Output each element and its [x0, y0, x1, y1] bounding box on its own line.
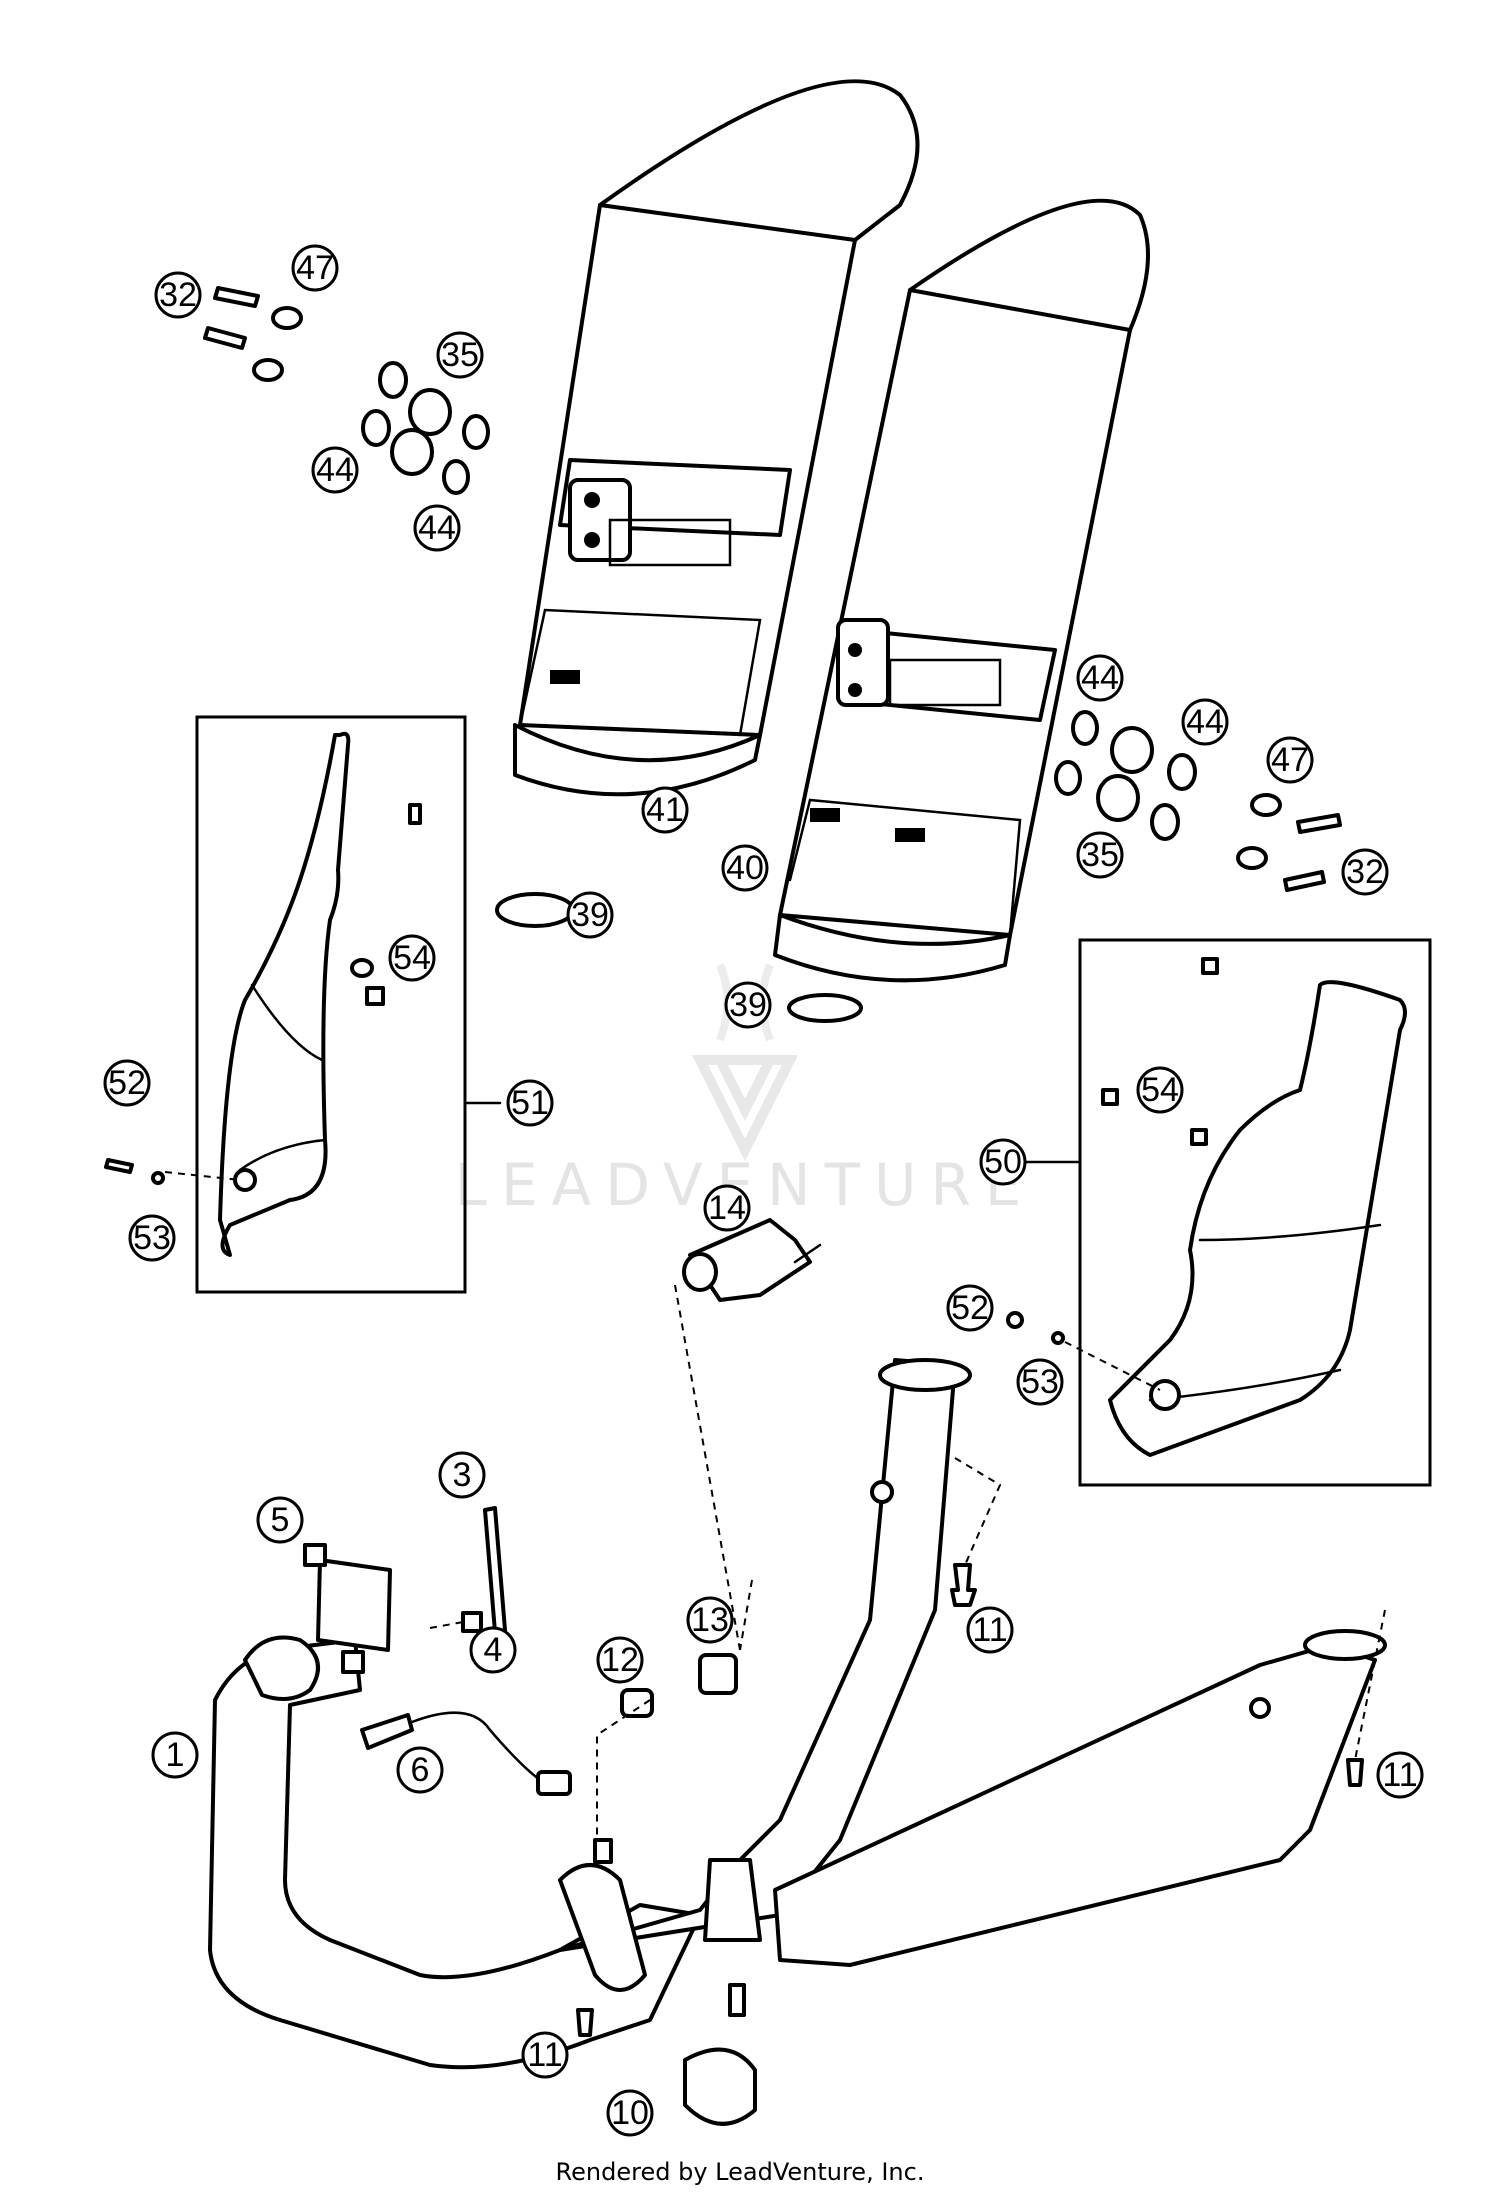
- svg-text:44: 44: [316, 451, 354, 489]
- callout-40: 40: [721, 844, 769, 892]
- gasket-left: [495, 892, 575, 928]
- svg-text:44: 44: [1186, 703, 1224, 741]
- svg-text:5: 5: [271, 1501, 290, 1539]
- callout-54-right: 54: [1136, 1066, 1184, 1114]
- mount-hardware-left: [203, 286, 490, 495]
- callout-35-left: 35: [436, 331, 484, 379]
- svg-text:14: 14: [708, 1189, 746, 1227]
- callout-39-right: 39: [724, 981, 772, 1029]
- callout-44-right-a: 44: [1076, 654, 1124, 702]
- svg-text:41: 41: [646, 791, 684, 829]
- svg-text:44: 44: [1081, 659, 1119, 697]
- svg-text:12: 12: [601, 1641, 639, 1679]
- callout-41: 41: [641, 786, 689, 834]
- svg-text:39: 39: [729, 986, 767, 1024]
- svg-text:53: 53: [133, 1219, 171, 1257]
- heat-shield-right-group: [1006, 938, 1432, 1487]
- svg-text:32: 32: [159, 276, 197, 314]
- mount-hardware-right: [1054, 710, 1342, 892]
- callout-32-right: 32: [1341, 848, 1389, 896]
- svg-text:3: 3: [453, 1456, 472, 1494]
- callout-11-bottom: 11: [521, 2031, 569, 2079]
- callout-13: 13: [686, 1596, 734, 1644]
- svg-text:40: 40: [726, 849, 764, 887]
- callout-12: 12: [596, 1636, 644, 1684]
- muffler-right: [773, 198, 1150, 983]
- svg-text:50: 50: [984, 1143, 1022, 1181]
- callout-53-right: 53: [1016, 1358, 1064, 1406]
- callout-3: 3: [438, 1451, 486, 1499]
- callout-6: 6: [396, 1746, 444, 1794]
- svg-text:44: 44: [418, 509, 456, 547]
- svg-text:52: 52: [951, 1289, 989, 1327]
- small-parts: [303, 1218, 1364, 2126]
- callout-51: 51: [506, 1079, 554, 1127]
- callout-50: 50: [979, 1138, 1027, 1186]
- footer-credit: Rendered by LeadVenture, Inc.: [556, 2158, 925, 2186]
- callout-47-left: 47: [291, 244, 339, 292]
- callout-52-right: 52: [946, 1284, 994, 1332]
- heat-shield-left-group: [104, 715, 467, 1294]
- svg-text:6: 6: [411, 1751, 430, 1789]
- callout-35-right: 35: [1076, 831, 1124, 879]
- svg-text:52: 52: [108, 1064, 146, 1102]
- callout-53-left: 53: [128, 1214, 176, 1262]
- callout-44-left-b: 44: [413, 504, 461, 552]
- leader-lines: [164, 1101, 1386, 1835]
- svg-text:11: 11: [972, 1611, 1007, 1649]
- callout-44-right-b: 44: [1181, 698, 1229, 746]
- callout-32-left: 32: [154, 271, 202, 319]
- callout-5: 5: [256, 1496, 304, 1544]
- svg-text:1: 1: [166, 1736, 185, 1774]
- gasket-right: [787, 993, 863, 1023]
- callout-11-right: 11: [1376, 1751, 1424, 1799]
- callout-47-right: 47: [1266, 736, 1314, 784]
- watermark-logo: [691, 1055, 799, 1162]
- svg-text:4: 4: [484, 1631, 503, 1669]
- svg-text:11: 11: [1382, 1756, 1417, 1794]
- callout-1: 1: [151, 1731, 199, 1779]
- muffler-left: [513, 79, 920, 797]
- svg-text:47: 47: [1271, 741, 1309, 779]
- callout-11-center: 11: [966, 1606, 1014, 1654]
- svg-text:54: 54: [393, 939, 431, 977]
- callout-4: 4: [469, 1626, 517, 1674]
- callout-54-left: 54: [388, 934, 436, 982]
- callout-10: 10: [606, 2089, 654, 2137]
- svg-text:54: 54: [1141, 1071, 1179, 1109]
- svg-text:35: 35: [1081, 836, 1119, 874]
- callout-52-left: 52: [103, 1059, 151, 1107]
- header-pipe-assembly: [208, 1358, 1387, 2070]
- svg-text:10: 10: [611, 2094, 649, 2132]
- callout-39-left: 39: [566, 891, 614, 939]
- svg-text:47: 47: [296, 249, 334, 287]
- svg-text:51: 51: [511, 1084, 549, 1122]
- svg-text:39: 39: [571, 896, 609, 934]
- svg-text:53: 53: [1021, 1363, 1059, 1401]
- callout-44-left-a: 44: [311, 446, 359, 494]
- svg-text:32: 32: [1346, 853, 1384, 891]
- svg-text:35: 35: [441, 336, 479, 374]
- callout-14: 14: [703, 1184, 751, 1232]
- svg-text:13: 13: [691, 1601, 729, 1639]
- svg-text:11: 11: [527, 2036, 562, 2074]
